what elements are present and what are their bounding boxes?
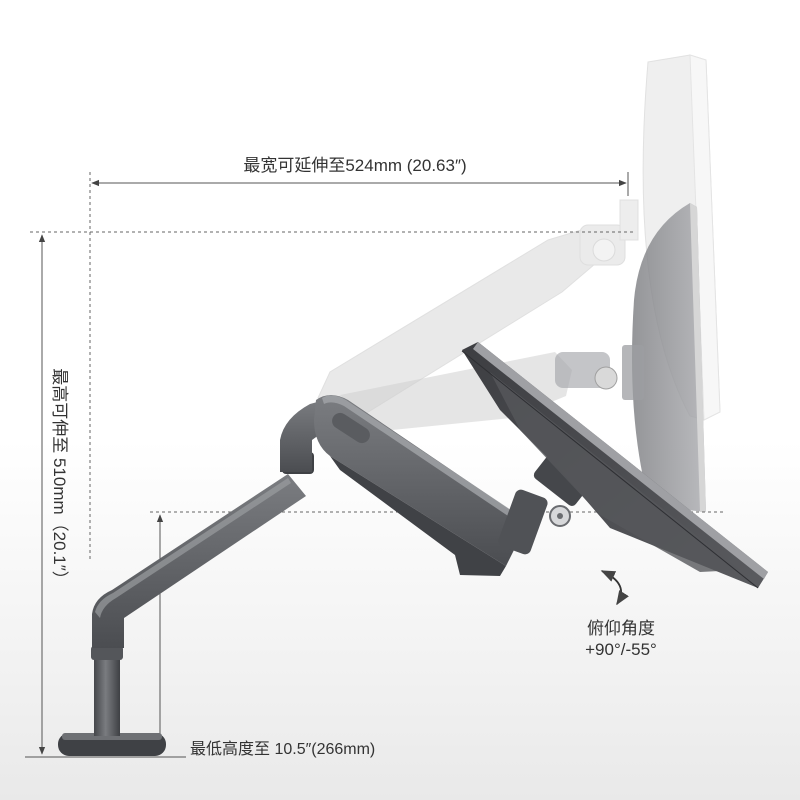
desk-base-top	[62, 733, 162, 740]
pole-collar	[91, 646, 123, 660]
tilt-rotation-arrow	[600, 570, 629, 606]
ghost-mid-monitor	[632, 203, 706, 512]
upper-arm-underside	[330, 456, 506, 576]
max-height-label: 最高可伸至 510mm（20.1″）	[50, 368, 69, 588]
ghost-top-mount	[619, 199, 639, 241]
ghost-mid-mount	[622, 345, 644, 400]
lower-arm	[92, 474, 306, 648]
monitor-bezel-edge	[473, 342, 768, 579]
pole	[94, 656, 120, 736]
ghost-mid-monitor-edge	[690, 203, 706, 512]
monitor	[461, 342, 768, 589]
tilt-label: 俯仰角度	[587, 619, 655, 638]
tilt-range-label: +90°/-55°	[585, 640, 657, 659]
monitor-base-edge	[461, 350, 759, 589]
monitor-back-panel	[490, 372, 740, 572]
ghost-mid-knob	[594, 366, 618, 390]
min-height-label: 最低高度至 10.5″(266mm)	[190, 740, 375, 758]
lower-arm-highlight	[95, 478, 291, 618]
tilt-head-block	[498, 489, 548, 555]
upper-arm-top-highlight	[322, 395, 526, 526]
max-extension-label: 最宽可延伸至524mm (20.63″)	[243, 156, 466, 175]
monitor-body	[462, 342, 768, 588]
tilt-knob-center	[557, 513, 563, 519]
ghost-top-knob	[592, 238, 616, 262]
upper-arm-cover-slot	[332, 412, 370, 444]
monitor-arm	[58, 395, 595, 756]
